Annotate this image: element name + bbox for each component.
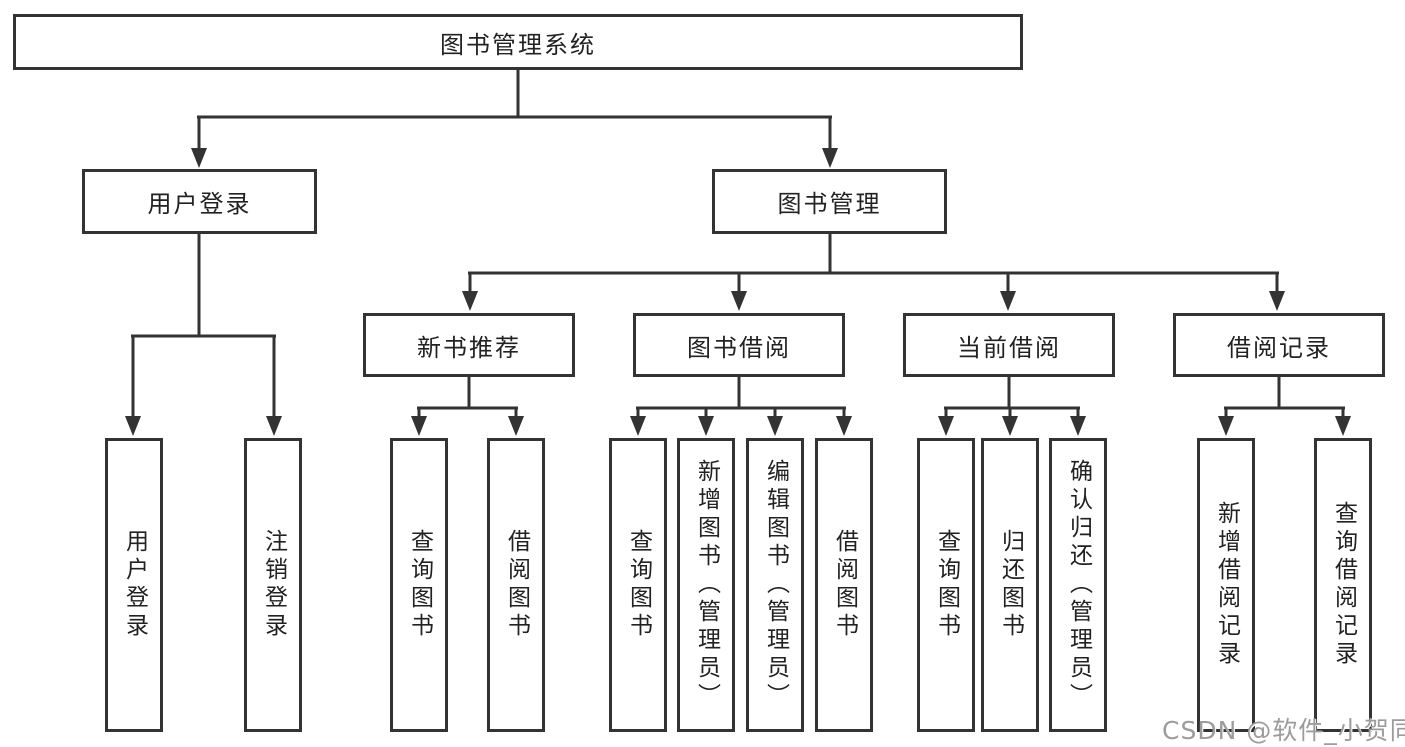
leaf-query-books-recommend: 查询图书 <box>390 438 448 732</box>
connector-book-borrow-branch <box>630 377 852 436</box>
leaf-borrow-books-recommend: 借阅图书 <box>487 438 545 732</box>
leaf-query-borrow-record: 查询借阅记录 <box>1314 438 1372 732</box>
leaf-query-books-borrow: 查询图书 <box>609 438 667 732</box>
connector-borrow-records-branch <box>1218 377 1351 436</box>
node-borrow-records: 借阅记录 <box>1173 313 1385 377</box>
leaf-borrow-books-recommend-label: 借阅图书 <box>503 529 530 641</box>
leaf-edit-books-admin-label: 编辑图书（管理员） <box>762 459 789 711</box>
leaf-borrow-books-label: 借阅图书 <box>831 529 858 641</box>
node-book-management-label: 图书管理 <box>777 190 882 218</box>
node-new-book-recommend-label: 新书推荐 <box>417 333 521 362</box>
connector-current-borrow-branch <box>938 377 1086 436</box>
leaf-logout-login: 注销登录 <box>244 438 302 732</box>
node-root-system: 图书管理系统 <box>13 14 1023 70</box>
leaf-add-books-admin: 新增图书（管理员） <box>677 438 735 732</box>
leaf-query-borrow-record-label: 查询借阅记录 <box>1330 501 1357 669</box>
leaf-return-books: 归还图书 <box>981 438 1039 732</box>
connector-root-to-level2 <box>191 68 838 168</box>
leaf-query-books-borrow-label: 查询图书 <box>625 529 652 641</box>
leaf-query-books-current-label: 查询图书 <box>933 529 960 641</box>
connector-book-management-branch <box>462 234 1285 311</box>
leaf-edit-books-admin: 编辑图书（管理员） <box>746 438 804 732</box>
leaf-add-books-admin-label: 新增图书（管理员） <box>693 459 720 711</box>
node-root-system-label: 图书管理系统 <box>440 30 596 59</box>
node-current-borrow-label: 当前借阅 <box>957 333 1061 362</box>
leaf-logout-login-label: 注销登录 <box>260 529 287 641</box>
node-borrow-records-label: 借阅记录 <box>1227 333 1331 362</box>
node-book-borrow-label: 图书借阅 <box>687 333 791 362</box>
leaf-add-borrow-record-label: 新增借阅记录 <box>1213 501 1240 669</box>
leaf-query-books-recommend-label: 查询图书 <box>406 529 433 641</box>
node-user-login-label: 用户登录 <box>147 190 252 218</box>
leaf-add-borrow-record: 新增借阅记录 <box>1197 438 1255 732</box>
leaf-confirm-return-admin: 确认归还（管理员） <box>1049 438 1107 732</box>
node-current-borrow: 当前借阅 <box>903 313 1115 377</box>
leaf-confirm-return-admin-label: 确认归还（管理员） <box>1065 459 1092 711</box>
connector-new-book-branch <box>411 377 524 436</box>
node-new-book-recommend: 新书推荐 <box>363 313 575 377</box>
leaf-user-login: 用户登录 <box>105 438 163 732</box>
leaf-borrow-books: 借阅图书 <box>815 438 873 732</box>
node-book-borrow: 图书借阅 <box>633 313 845 377</box>
csdn-watermark: CSDN @软件_小贺同学 <box>1162 716 1405 745</box>
leaf-query-books-current: 查询图书 <box>917 438 975 732</box>
node-user-login: 用户登录 <box>82 169 317 234</box>
leaf-user-login-label: 用户登录 <box>121 529 148 641</box>
node-book-management: 图书管理 <box>712 169 947 234</box>
leaf-return-books-label: 归还图书 <box>997 529 1024 641</box>
connector-user-login-branch <box>125 233 282 436</box>
